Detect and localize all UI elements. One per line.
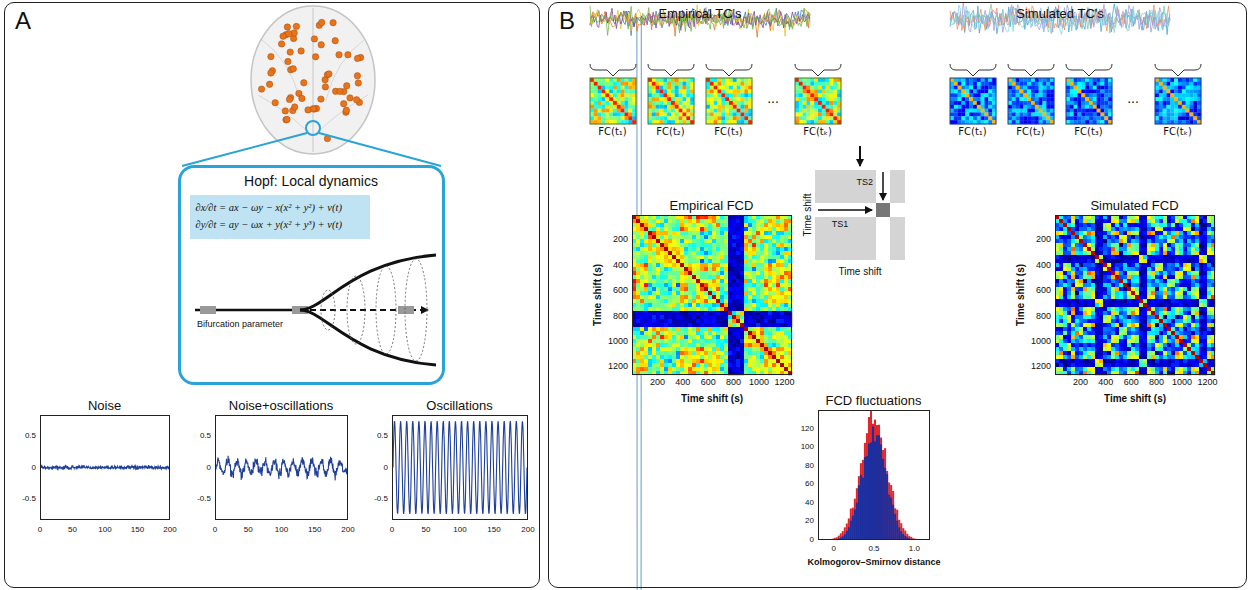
figure-root: Bifurcation parameter0.50-0.505010015020… <box>0 0 1250 590</box>
